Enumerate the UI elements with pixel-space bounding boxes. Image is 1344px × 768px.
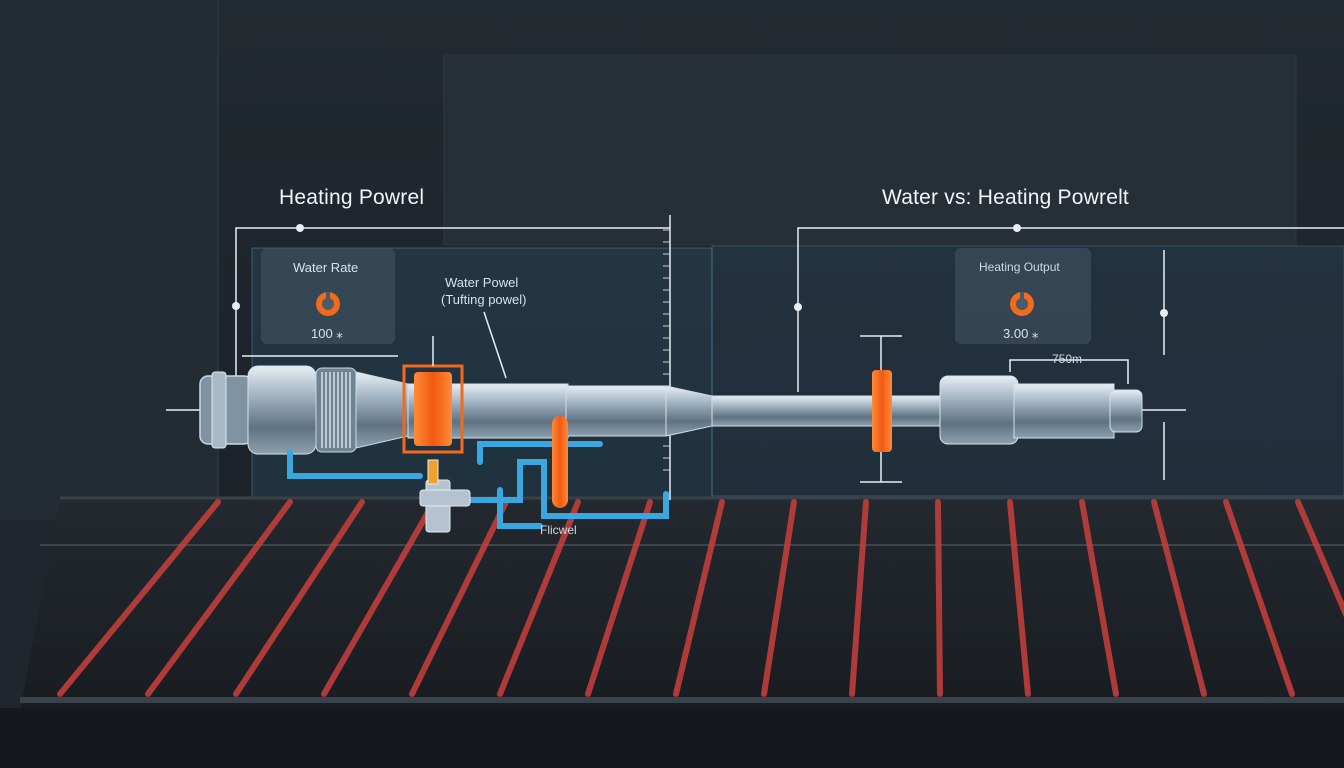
flow-label: Flicwel bbox=[540, 523, 577, 537]
floor-heat-line bbox=[585, 499, 653, 697]
gauge-icon bbox=[316, 292, 340, 316]
floor-heat-line bbox=[1151, 499, 1207, 697]
tufting-powel-label: (Tufting powel) bbox=[441, 292, 527, 307]
floor-heat-line bbox=[321, 499, 437, 697]
heater-right bbox=[872, 370, 892, 452]
left-wall-panel bbox=[0, 0, 218, 520]
dimension-label: 750m bbox=[1052, 352, 1083, 366]
floor-heat-line bbox=[1223, 499, 1295, 697]
heating-output-value: 3.00 ⁎ bbox=[1003, 326, 1039, 341]
frame-lines bbox=[166, 215, 1344, 500]
floor-heat-line bbox=[1295, 499, 1344, 618]
water-rate-value: 100 ⁎ bbox=[311, 326, 343, 341]
valve bbox=[419, 459, 471, 533]
floor-heat-line bbox=[57, 499, 221, 697]
water-rate-label: Water Rate bbox=[293, 260, 359, 275]
floor-edge bbox=[0, 708, 1344, 768]
left-title: Heating Powrel bbox=[279, 186, 425, 209]
floor-heat-line bbox=[1007, 499, 1031, 697]
floor-heat-line bbox=[849, 499, 869, 697]
gauge-icon bbox=[1010, 292, 1034, 316]
floor-heat-line bbox=[1079, 499, 1119, 697]
floor-heat-line bbox=[233, 499, 365, 697]
fin-lines bbox=[321, 372, 351, 448]
water-rate-card: Water Rate 100 ⁎ bbox=[261, 248, 395, 344]
floor-heat-line bbox=[145, 499, 293, 697]
floor-heating-lines bbox=[57, 499, 1344, 697]
frame-dots bbox=[232, 224, 1168, 317]
floor-heat-line bbox=[761, 499, 797, 697]
floor-heat-line bbox=[409, 499, 509, 697]
heating-output-card: Heating Output 3.00 ⁎ bbox=[955, 248, 1091, 344]
heating-output-label: Heating Output bbox=[979, 260, 1060, 274]
heater-rod bbox=[552, 416, 568, 508]
wall-panel bbox=[443, 54, 1297, 246]
floor-heat-line bbox=[497, 499, 581, 697]
right-title: Water vs: Heating Powrelt bbox=[882, 186, 1129, 209]
floor-heat-line bbox=[935, 499, 943, 697]
floor-heat-line bbox=[673, 499, 725, 697]
water-powel-label: Water Powel bbox=[445, 275, 519, 290]
heater-left bbox=[402, 336, 464, 454]
